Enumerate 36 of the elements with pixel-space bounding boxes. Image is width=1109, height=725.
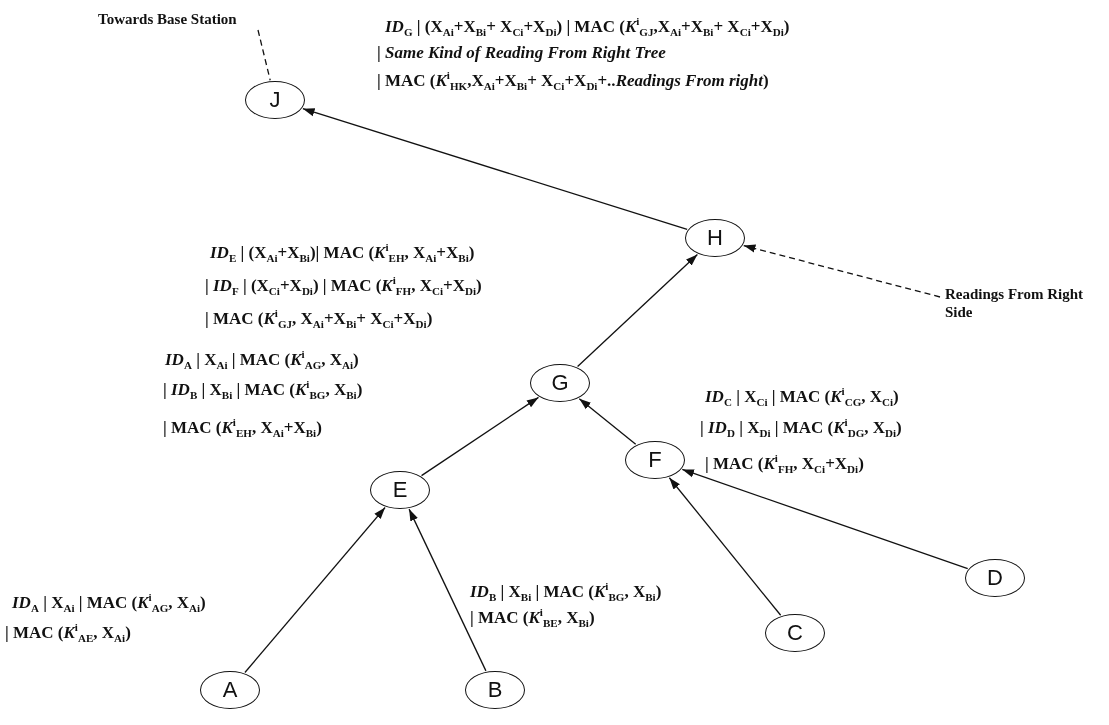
dashed-arrow: [743, 244, 941, 298]
arrow: [244, 506, 386, 674]
annotation-text: Towards Base Station: [98, 8, 318, 30]
message-text: | ID$_{D}$ | X$_{Di}$ | MAC (K$^{i}$$_{DG}$, X$_{Di}$): [700, 417, 902, 440]
message-text: | MAC (K$^{i}$$_{HK}$,X$_{Ai}$+X$_{Bi}$+ X$_{Ci}$+X$_{Di}$+..Readings From right): [377, 70, 769, 93]
message-text: | MAC (K$^{i}$$_{BE}$, X$_{Bi}$): [470, 607, 595, 630]
message-text: ID$_{B}$ | X$_{Bi}$ | MAC (K$^{i}$$_{BG}$, X$_{Bi}$): [470, 581, 662, 604]
sensor-node-circle: G: [530, 364, 590, 402]
message-text: | ID$_{F}$ | (X$_{Ci}$+X$_{Di}$) | MAC (K$^{i}$$_{FH}$, X$_{Ci}$+X$_{Di}$): [205, 275, 482, 298]
sensor-node-circle: B: [465, 671, 525, 709]
sensor-node-circle: F: [625, 441, 685, 479]
sensor-node-circle: H: [685, 219, 745, 257]
message-text: | ID$_{B}$ | X$_{Bi}$ | MAC (K$^{i}$$_{BG}$, X$_{Bi}$): [163, 379, 363, 402]
sensor-node-circle: E: [370, 471, 430, 509]
sensor-node-circle: A: [200, 671, 260, 709]
sensor-node-circle: J: [245, 81, 305, 119]
message-text: ID$_{A}$ | X$_{Ai}$ | MAC (K$^{i}$$_{AG}$, X$_{Ai}$): [12, 592, 206, 615]
sensor-node-circle: D: [965, 559, 1025, 597]
message-text: ID$_{A}$ | X$_{Ai}$ | MAC (K$^{i}$$_{AG}$, X$_{Ai}$): [165, 349, 359, 372]
message-text: | Same Kind of Reading From Right Tree: [377, 44, 666, 61]
arrow: [408, 508, 487, 672]
message-text: | MAC (K$^{i}$$_{GJ}$, X$_{Ai}$+X$_{Bi}$+ X$_{Ci}$+X$_{Di}$): [205, 308, 433, 331]
arrow: [576, 253, 699, 368]
message-text: ID$_{E}$ | (X$_{Ai}$+X$_{Bi}$)| MAC (K$^{i}$$_{EH}$, X$_{Ai}$+X$_{Bi}$): [210, 242, 475, 265]
message-text: ID$_{C}$ | X$_{Ci}$ | MAC (K$^{i}$$_{CG}$, X$_{Ci}$): [705, 386, 899, 409]
arrow: [578, 398, 637, 445]
message-text: | MAC (K$^{i}$$_{AE}$, X$_{Ai}$): [5, 622, 131, 645]
arrow: [420, 396, 540, 477]
message-text: | MAC (K$^{i}$$_{FH}$, X$_{Ci}$+X$_{Di}$): [705, 453, 864, 476]
arrow: [681, 468, 969, 570]
arrow: [668, 477, 782, 616]
sensor-node-circle: C: [765, 614, 825, 652]
message-text: | MAC (K$^{i}$$_{EH}$, X$_{Ai}$+X$_{Bi}$): [163, 417, 322, 440]
message-text: ID$_{G}$ | (X$_{Ai}$+X$_{Bi}$+ X$_{Ci}$+X$_{Di}$) | MAC (K$^{i}$$_{GJ}$,X$_{Ai}$+X$_{Bi}$+ X$_{Ci}$+X$_{Di}$): [385, 16, 790, 39]
arrow: [302, 108, 688, 230]
annotation-text: Readings From Right Side: [945, 281, 1105, 325]
